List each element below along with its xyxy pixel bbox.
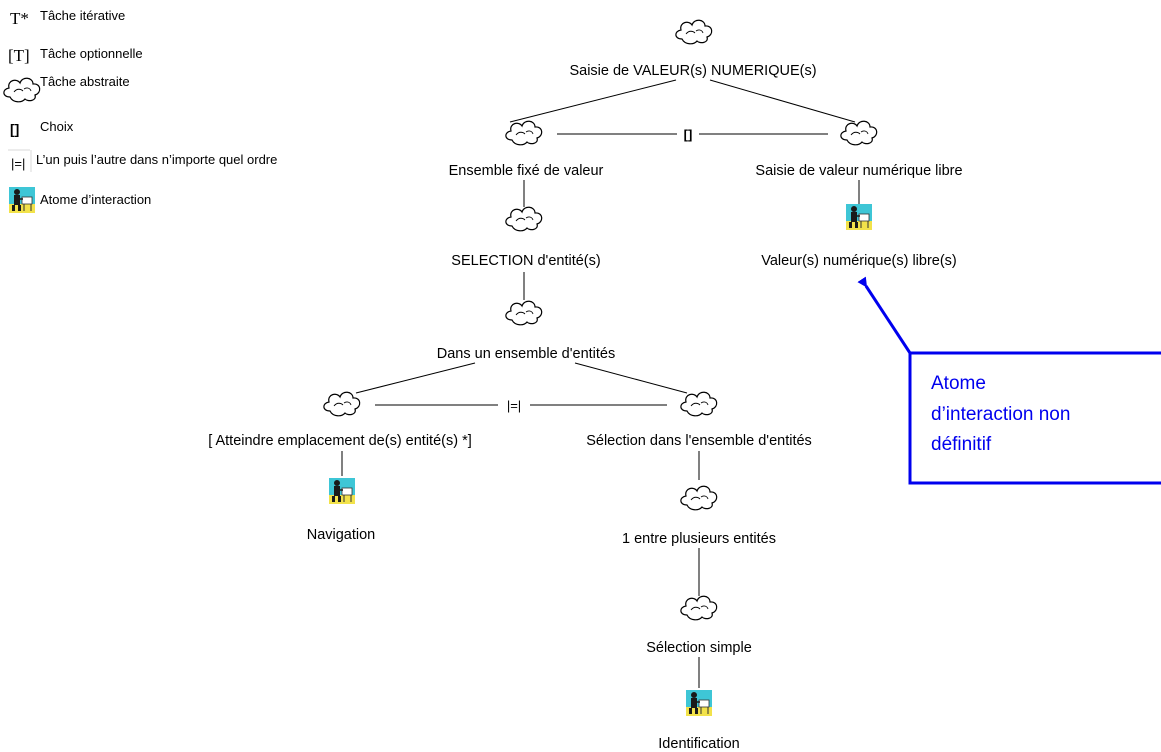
cloud-icon	[323, 391, 361, 417]
node-label-select-in-set: Sélection dans l'ensemble d'entités	[586, 433, 812, 449]
callout-arrow	[857, 276, 912, 354]
cloud-icon	[505, 206, 543, 232]
edge-set-select	[574, 362, 688, 394]
callout: Atome d’interaction non définitif	[857, 276, 1161, 485]
node-label-root: Saisie de VALEUR(s) NUMERIQUE(s)	[569, 63, 816, 79]
node-label-entity-selection: SELECTION d'entité(s)	[451, 253, 600, 269]
tree-nodes: Saisie de VALEUR(s) NUMERIQUE(s) [] Ense…	[208, 19, 963, 752]
cloud-icon	[680, 485, 718, 511]
legend: T* Tâche itérative [T] Tâche optionnelle…	[3, 8, 277, 214]
interaction-atom-icon	[685, 689, 713, 717]
node-label-free-values: Valeur(s) numérique(s) libre(s)	[761, 253, 957, 269]
callout-line-1: Atome	[931, 373, 986, 394]
operator-any-order: |=|	[507, 398, 521, 413]
tree-edges	[341, 79, 860, 688]
legend-label-iterative: Tâche itérative	[40, 8, 125, 23]
callout-line-3: définitif	[931, 434, 992, 455]
node-label-fixed-set: Ensemble fixé de valeur	[449, 163, 604, 179]
callout-border	[908, 351, 1161, 485]
legend-label-any-order: L’un puis l’autre dans n’importe quel or…	[36, 152, 277, 167]
interaction-atom-icon	[845, 203, 873, 231]
legend-label-optional: Tâche optionnelle	[40, 46, 143, 61]
callout-line-2: d’interaction non	[931, 404, 1070, 425]
cloud-icon	[680, 391, 718, 417]
node-label-free-entry: Saisie de valeur numérique libre	[755, 163, 962, 179]
cloud-icon	[505, 300, 543, 326]
cloud-icon	[680, 595, 718, 621]
node-label-entity-set: Dans un ensemble d'entités	[437, 346, 616, 362]
edge-set-reach	[355, 362, 476, 394]
node-label-navigation: Navigation	[307, 527, 376, 543]
node-label-identification: Identification	[658, 736, 739, 752]
node-label-reach-location: [ Atteindre emplacement de(s) entité(s) …	[208, 433, 472, 449]
legend-label-abstract: Tâche abstraite	[40, 74, 130, 89]
legend-interaction-atom-icon	[8, 186, 36, 214]
legend-symbol-choice: []	[10, 121, 19, 137]
legend-symbol-optional: [T]	[8, 46, 30, 65]
cloud-icon	[675, 19, 713, 45]
node-label-one-among: 1 entre plusieurs entités	[622, 531, 776, 547]
legend-label-choice: Choix	[40, 119, 74, 134]
edge-root-free	[709, 79, 856, 123]
cloud-icon	[840, 120, 878, 146]
node-label-simple-selection: Sélection simple	[646, 640, 752, 656]
edge-root-fixed	[509, 79, 677, 123]
cloud-icon	[505, 120, 543, 146]
legend-symbol-any-order: |=|	[11, 156, 25, 171]
legend-label-atom: Atome d’interaction	[40, 192, 151, 207]
interaction-atom-icon	[328, 477, 356, 505]
callout-text: Atome d’interaction non définitif	[931, 373, 1076, 455]
operator-choice: []	[684, 127, 693, 142]
legend-cloud-icon	[3, 77, 41, 103]
legend-symbol-iterative: T*	[10, 9, 29, 28]
